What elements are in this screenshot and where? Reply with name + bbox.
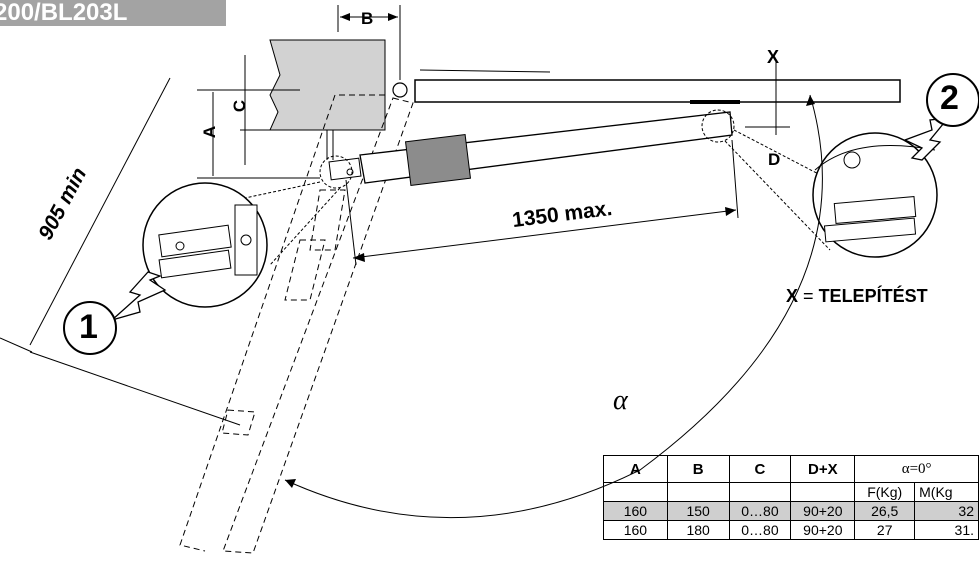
table-subheader-row: F(Kg) M(Kg (603, 482, 979, 502)
callout-circle-2 (926, 73, 979, 127)
dim-label-a: A (200, 125, 220, 139)
subheader-mass: M(Kg (914, 482, 979, 502)
dimension-lines (0, 5, 823, 519)
callout-arrow-1 (111, 271, 167, 321)
angle-label: α (613, 385, 628, 416)
detail-ring-front (319, 155, 353, 189)
detail-ring-rear (701, 109, 735, 143)
operator-arm (328, 111, 733, 187)
hinge-pivot (392, 82, 408, 98)
detail-bracket-rear (812, 132, 938, 258)
header-b: B (666, 455, 730, 483)
note-text: TELEPÍTÉST (818, 286, 928, 306)
dimension-arrowheads (285, 13, 815, 488)
callout-arrow-2 (903, 117, 950, 161)
gate-leaf (414, 79, 901, 103)
header-dx: D+X (790, 455, 856, 483)
spec-table: A B C D+X α=0° F(Kg) M(Kg 160 150 0…80 9… (603, 455, 979, 540)
detail-bracket-front (142, 182, 268, 308)
table-header-row: A B C D+X α=0° (603, 455, 979, 483)
table-row: 160 150 0…80 90+20 26,5 32 (603, 501, 979, 521)
table-row: 160 180 0…80 90+20 27 31. (603, 520, 979, 540)
callout-number-1: 1 (79, 308, 98, 346)
dim-label-c: C (230, 99, 250, 113)
header-alpha: α=0° (854, 455, 979, 483)
note-variable: X (786, 286, 799, 306)
subheader-force: F(Kg) (854, 482, 916, 502)
gate-leaf-open (179, 94, 414, 554)
dim-label-x: X (767, 47, 780, 67)
note-equals: = (803, 286, 814, 306)
wall-pillar (269, 39, 386, 131)
callout-number-2: 2 (940, 79, 959, 117)
callout-circle-1 (63, 301, 117, 355)
dim-label-b: B (361, 9, 374, 28)
model-title: 200/BL203L (0, 0, 226, 26)
installation-note: X = TELEPÍTÉST (786, 286, 928, 307)
header-a: A (603, 455, 668, 483)
header-c: C (728, 455, 792, 483)
dim-label-d: D (768, 150, 781, 169)
